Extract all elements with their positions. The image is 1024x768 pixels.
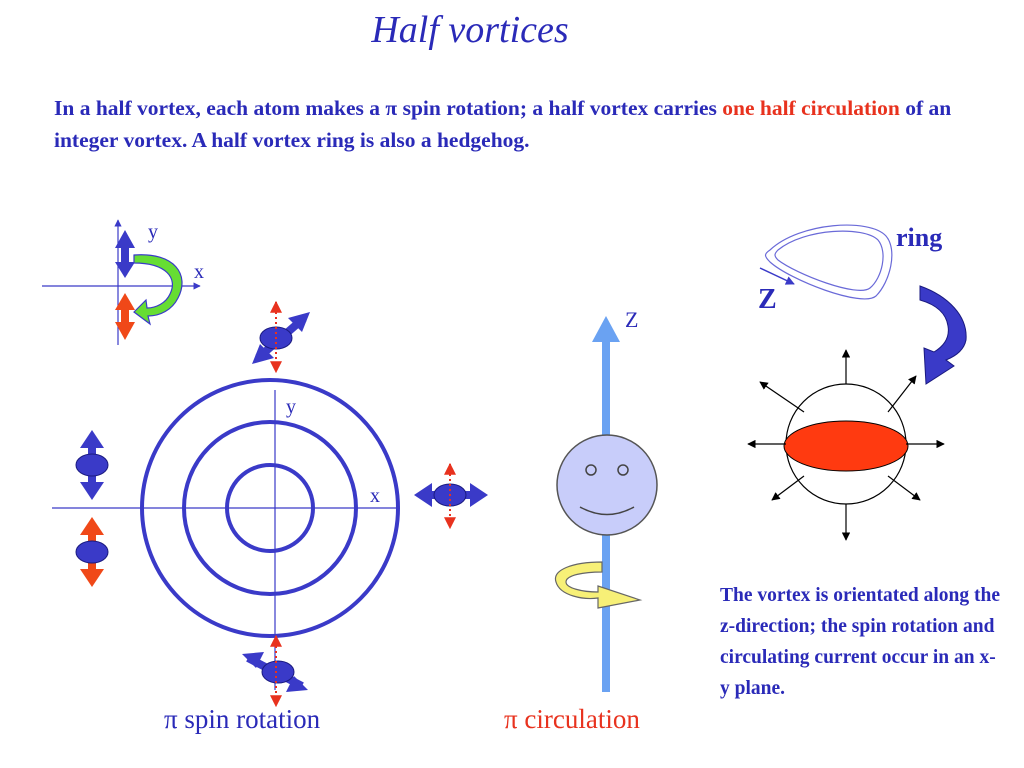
circulation-diagram: Z — [554, 307, 658, 692]
small-axes-diagram: y x — [42, 219, 204, 345]
atom-right — [414, 462, 488, 530]
atom-bottom — [242, 634, 308, 708]
small-y-label: y — [148, 221, 158, 243]
spin-rotation-diagram: y x — [52, 300, 488, 708]
ring-loop-outer — [764, 224, 893, 300]
yellow-rotation-arrow-icon — [554, 561, 643, 609]
inner-circle — [225, 463, 315, 553]
ring-z-arrow — [759, 267, 795, 285]
atom-left-upper — [75, 430, 109, 500]
main-y-label: y — [286, 396, 296, 418]
ring-loop-inner — [774, 230, 884, 291]
blue-spin-arrow-icon — [115, 230, 135, 278]
z-axis-label: Z — [625, 307, 638, 332]
caption-circulation: π circulation — [504, 704, 640, 734]
caption-spin-rotation: π spin rotation — [164, 704, 321, 734]
intro-text: In a half vortex, each atom makes a π sp… — [54, 92, 1004, 156]
atom-left-lower — [75, 517, 109, 587]
small-x-label: x — [194, 261, 204, 283]
middle-circle — [182, 420, 358, 596]
green-rotation-arrow-icon — [133, 254, 183, 326]
atom-top — [252, 300, 310, 374]
ring-label: ring — [896, 223, 942, 252]
smiley-face-icon — [556, 434, 658, 536]
intro-part1: In a half vortex, each atom makes a π sp… — [54, 96, 723, 120]
ring-z-label: Z — [758, 284, 777, 315]
main-x-label: x — [370, 485, 380, 507]
hedgehog-spikes — [747, 349, 945, 541]
vortex-ring-diagram: ring Z — [747, 223, 967, 541]
curved-blue-arrow-icon — [919, 285, 967, 385]
vortex-note: The vortex is orientated along the z-dir… — [720, 585, 1001, 699]
ring-disk — [783, 420, 909, 472]
page-title: Half vortices — [371, 9, 569, 51]
intro-highlight: one half circulation — [722, 96, 900, 120]
z-axis-arrowhead — [592, 316, 620, 342]
red-spin-arrow-icon — [115, 293, 135, 340]
intro-part2: of an integer vortex. A half vortex ring… — [54, 96, 952, 152]
